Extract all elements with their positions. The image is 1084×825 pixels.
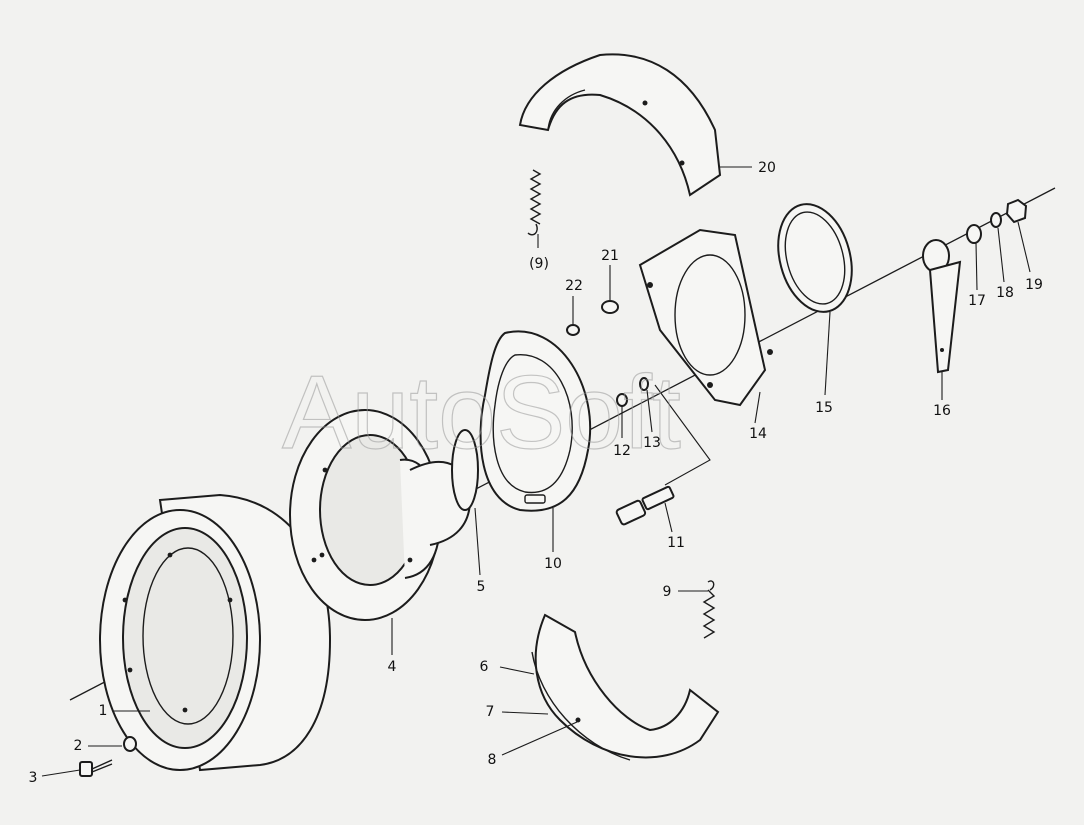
callout-9-upper: (9) xyxy=(529,256,549,272)
callout-17: 17 xyxy=(968,293,986,309)
part-2-washer xyxy=(123,736,137,752)
callout-15: 15 xyxy=(815,400,833,416)
callout-11: 11 xyxy=(667,535,685,551)
callout-9: 9 xyxy=(663,584,672,600)
part-9-upper-spring xyxy=(527,169,542,236)
part-18-lock-washer xyxy=(990,212,1002,228)
callout-18: 18 xyxy=(996,285,1014,301)
watermark-text: AutoSoft xyxy=(282,355,681,471)
callout-8: 8 xyxy=(488,752,497,768)
part-3-bolt xyxy=(79,759,113,777)
callout-6: 6 xyxy=(480,659,489,675)
callout-22: 22 xyxy=(565,278,583,294)
part-17-washer xyxy=(966,224,982,244)
part-15-seal-ring xyxy=(777,203,853,313)
part-19-nut xyxy=(1005,198,1028,224)
part-11-sensor-fitting xyxy=(615,384,711,526)
callout-4: 4 xyxy=(388,659,397,675)
part-14-support-bracket xyxy=(638,228,773,407)
callout-1: 1 xyxy=(99,703,108,719)
callout-10: 10 xyxy=(544,556,562,572)
callout-19: 19 xyxy=(1025,277,1043,293)
part-6-8-lower-brake-shoe xyxy=(531,613,720,761)
callout-2: 2 xyxy=(74,738,83,754)
callout-7: 7 xyxy=(486,704,495,720)
callout-12: 12 xyxy=(613,443,631,459)
callout-5: 5 xyxy=(477,579,486,595)
part-5-snap-ring xyxy=(451,429,479,511)
part-4-hub-flange xyxy=(289,409,472,621)
callout-3: 3 xyxy=(29,770,38,786)
part-16-lever-arm xyxy=(922,239,962,374)
part-10-gasket-plate xyxy=(479,330,592,512)
part-21-bleeder-nipple xyxy=(601,300,619,314)
part-1-brake-drum xyxy=(99,493,332,772)
callout-20: 20 xyxy=(758,160,776,176)
part-13-washer xyxy=(639,377,649,391)
callout-13: 13 xyxy=(643,435,661,451)
part-22-dust-cap xyxy=(566,324,580,336)
part-20-upper-brake-shoe xyxy=(518,53,722,197)
callout-labels: 1 2 3 4 5 6 7 8 9 (9) 10 11 12 13 14 15 … xyxy=(29,160,1043,786)
watermark: AutoSoft xyxy=(281,354,681,471)
leader-lines xyxy=(41,166,1031,777)
callout-16: 16 xyxy=(933,403,951,419)
callout-21: 21 xyxy=(601,248,619,264)
callout-14: 14 xyxy=(749,426,767,442)
part-9-lower-spring xyxy=(702,580,716,639)
